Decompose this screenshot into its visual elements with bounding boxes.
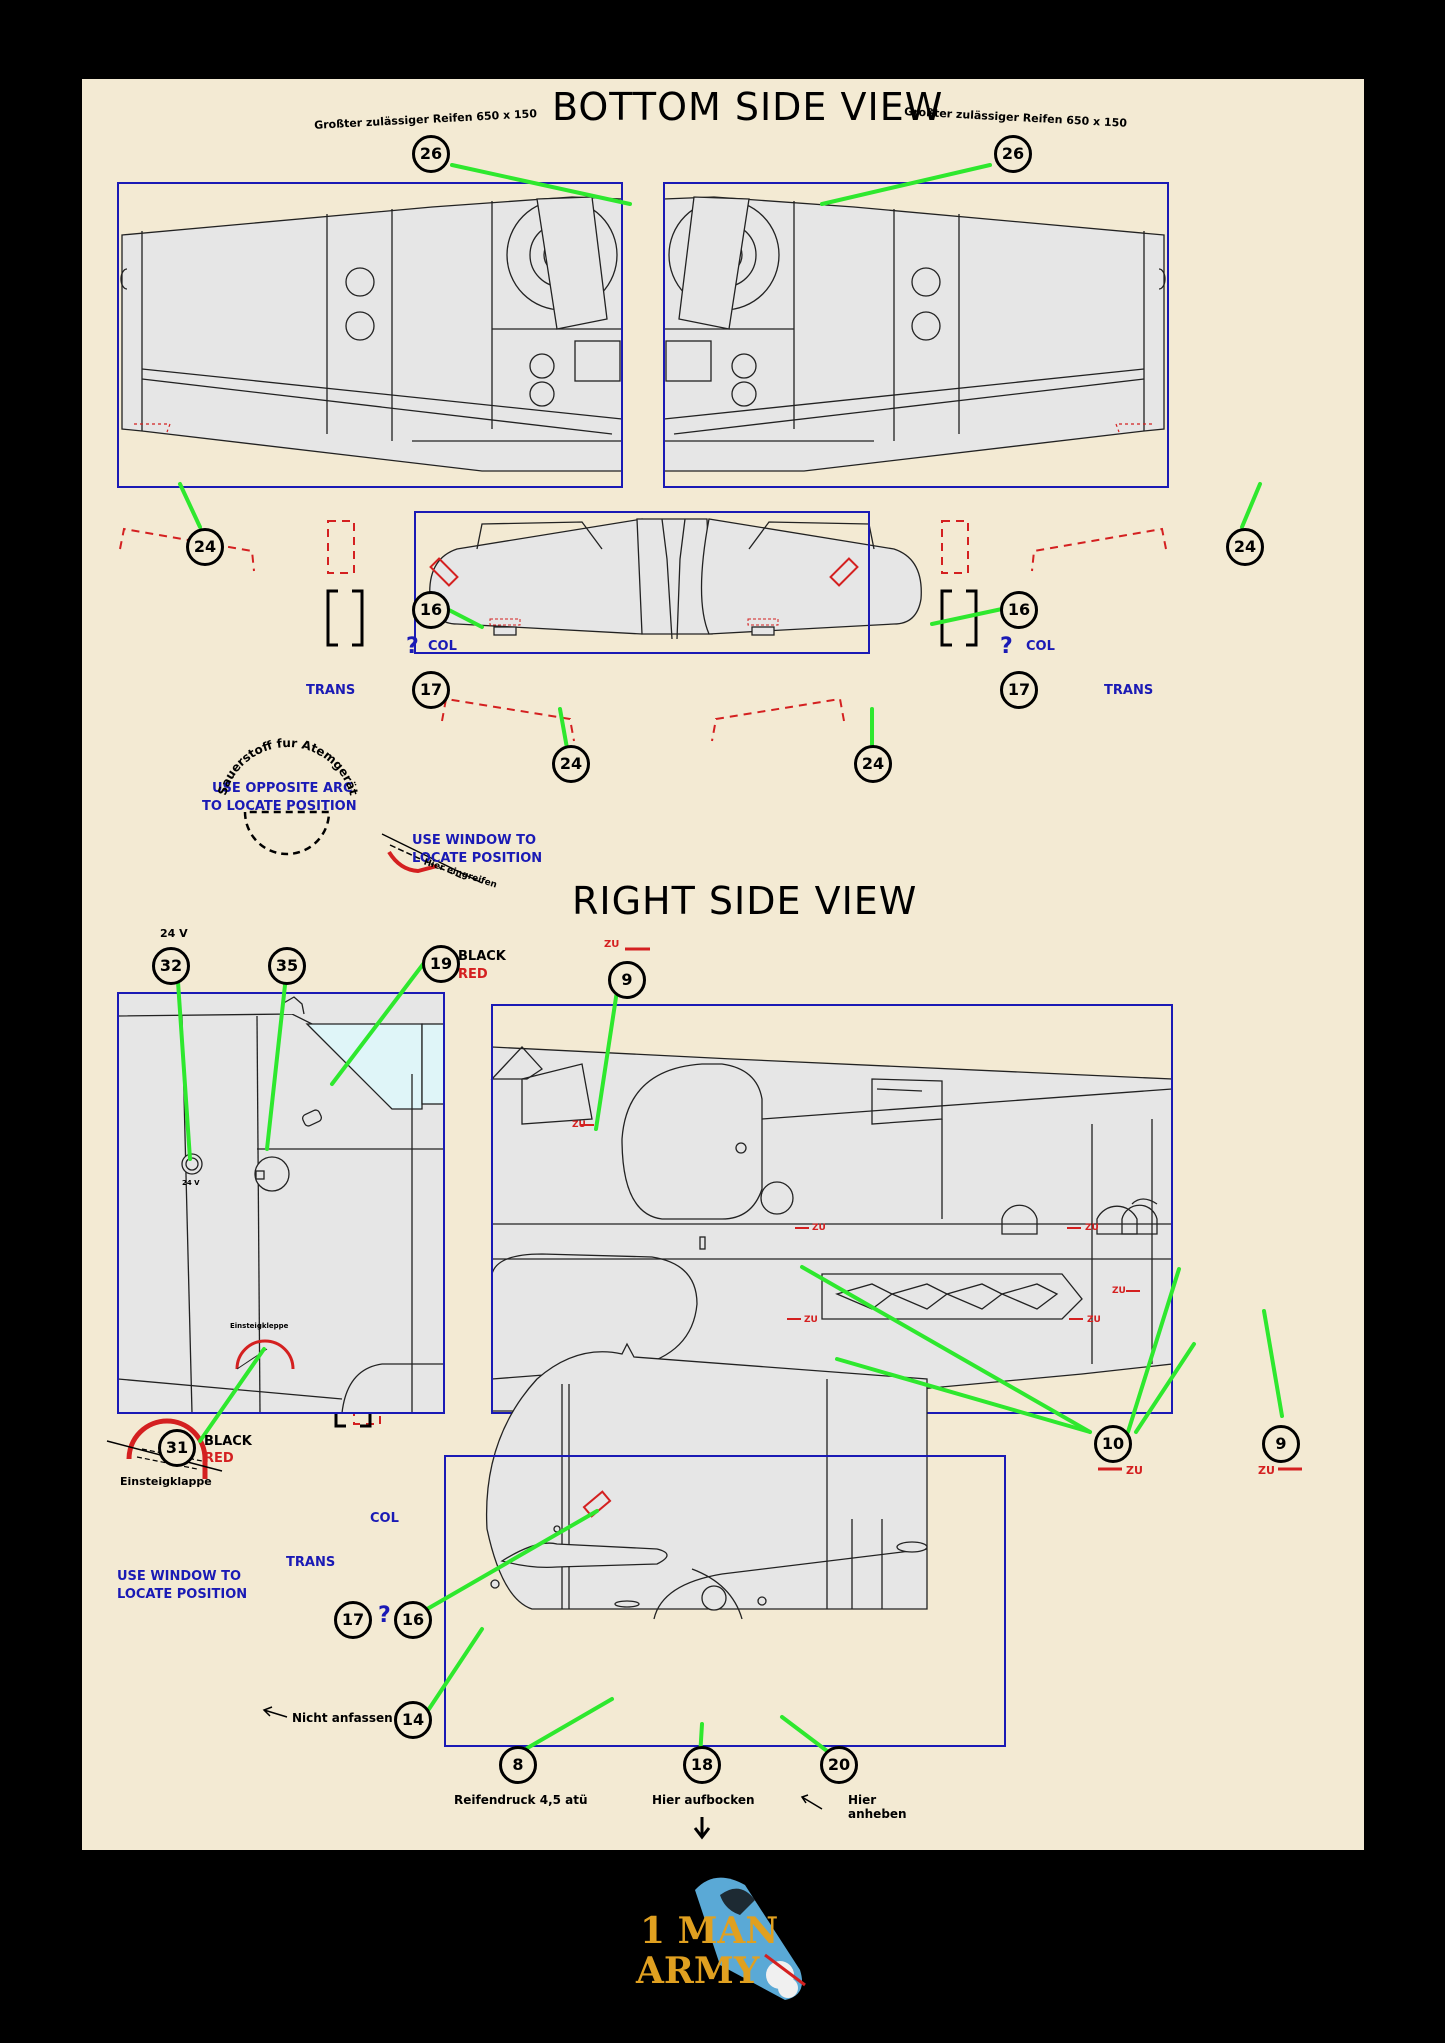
callout-32: 32 [152,947,190,985]
stencil-24v-small: 24 V [182,1179,200,1187]
callout-17-left: 17 [412,671,450,709]
window-note-bottom-line2: LOCATE POSITION [117,1587,248,1602]
callout-8: 8 [499,1746,537,1784]
stencil-hier-aufbocken: Hier aufbocken [652,1793,755,1807]
callout-19: 19 [422,945,460,983]
callout-16-tail: 16 [394,1601,432,1639]
trans-left: TRANS [306,683,356,698]
window-note-top-line1: USE WINDOW TO [412,833,537,848]
stencil-einsteigklappe: Einsteigklappe [120,1475,212,1488]
logo-badge [695,1877,806,2000]
tailplane-frame [414,511,870,654]
callout-24-tail-left: 24 [552,745,590,783]
callout-16-right: 16 [1000,591,1038,629]
label-black-19: BLACK [458,949,506,964]
stencil-hier-anheben: Hier anheben [848,1793,907,1821]
left-wing-frame [117,182,623,488]
question-tail: ? [378,1603,391,1628]
col-tail: COL [370,1511,399,1526]
window-note-top-line2: LOCATE POSITION [412,851,543,866]
arc-note-line1: USE OPPOSITE ARC [212,781,353,796]
zu-label-fus-4: ZU [1085,1223,1099,1233]
callout-26-left: 26 [412,135,450,173]
callout-9-right: 9 [1262,1425,1300,1463]
question-right: ? [1000,634,1013,659]
callout-24-left-wing: 24 [186,528,224,566]
callout-35: 35 [268,947,306,985]
callout-9-top: 9 [608,961,646,999]
stencil-reifendruck: Reifendruck 4,5 atü [454,1793,588,1807]
decal-placement-sheet: BOTTOM SIDE VIEW RIGHT SIDE VIEW Großter… [82,79,1364,1850]
zu-label-fus-3: ZU [804,1315,818,1325]
right-view-title: RIGHT SIDE VIEW [572,879,918,923]
callout-16-left: 16 [412,591,450,629]
callout-24-right-wing: 24 [1226,528,1264,566]
bottom-view-title: BOTTOM SIDE VIEW [552,85,944,129]
question-left: ? [406,634,419,659]
callout-24-tail-right: 24 [854,745,892,783]
trans-tail: TRANS [286,1555,336,1570]
zu-label-9-right: ZU [1258,1464,1275,1477]
tailplane-underside [429,518,922,640]
logo-line1: 1 MAN [640,1910,779,1952]
col-right: COL [1026,639,1055,654]
zu-label-9-top: ZU [604,939,620,950]
svg-text:Sauerstoff fur Atemgerät: Sauerstoff fur Atemgerät [215,736,361,797]
zu-label-10: ZU [1126,1464,1143,1477]
oxygen-stencil: Sauerstoff fur Atemgerät [215,736,361,797]
label-red-19: RED [458,967,488,982]
window-symbol-top [381,833,483,884]
callout-26-right: 26 [994,135,1032,173]
forward-fuselage-frame [117,992,445,1414]
zu-label-fus-5: ZU [1087,1315,1101,1325]
stencil-einsteigkleppe: Einsteigkleppe [230,1322,289,1330]
zu-label-fus-2: ZU [812,1223,826,1233]
main-fuselage-side [490,1046,1173,1412]
callout-31: 31 [158,1429,196,1467]
label-black-31: BLACK [204,1434,252,1449]
callout-10: 10 [1094,1425,1132,1463]
stencil-24v: 24 V [160,927,188,940]
arc-note-line2: TO LOCATE POSITION [202,799,357,814]
right-wing-underside [663,196,1166,472]
callout-20: 20 [820,1746,858,1784]
col-left: COL [428,639,457,654]
zu-label-fus-1: ZU [572,1120,586,1130]
callout-17-tail: 17 [334,1601,372,1639]
label-red-31: RED [204,1451,234,1466]
tail-fin-side [485,1342,928,1620]
aircraft-drawings [106,163,1302,1840]
logo-line2: ARMY [636,1950,760,1992]
trans-right: TRANS [1104,683,1154,698]
stencil-nicht-anfassen: Nicht anfassen [292,1711,393,1725]
callout-18: 18 [683,1746,721,1784]
logo: 1 MAN ARMY [630,1870,820,2010]
left-wing-underside [120,196,623,472]
forward-fuselage-side [117,992,445,1414]
callout-17-right: 17 [1000,671,1038,709]
zu-label-fus-6: ZU [1112,1286,1126,1296]
callout-14: 14 [394,1701,432,1739]
window-note-bottom-line1: USE WINDOW TO [117,1569,242,1584]
zu-markers [580,1124,1140,1320]
